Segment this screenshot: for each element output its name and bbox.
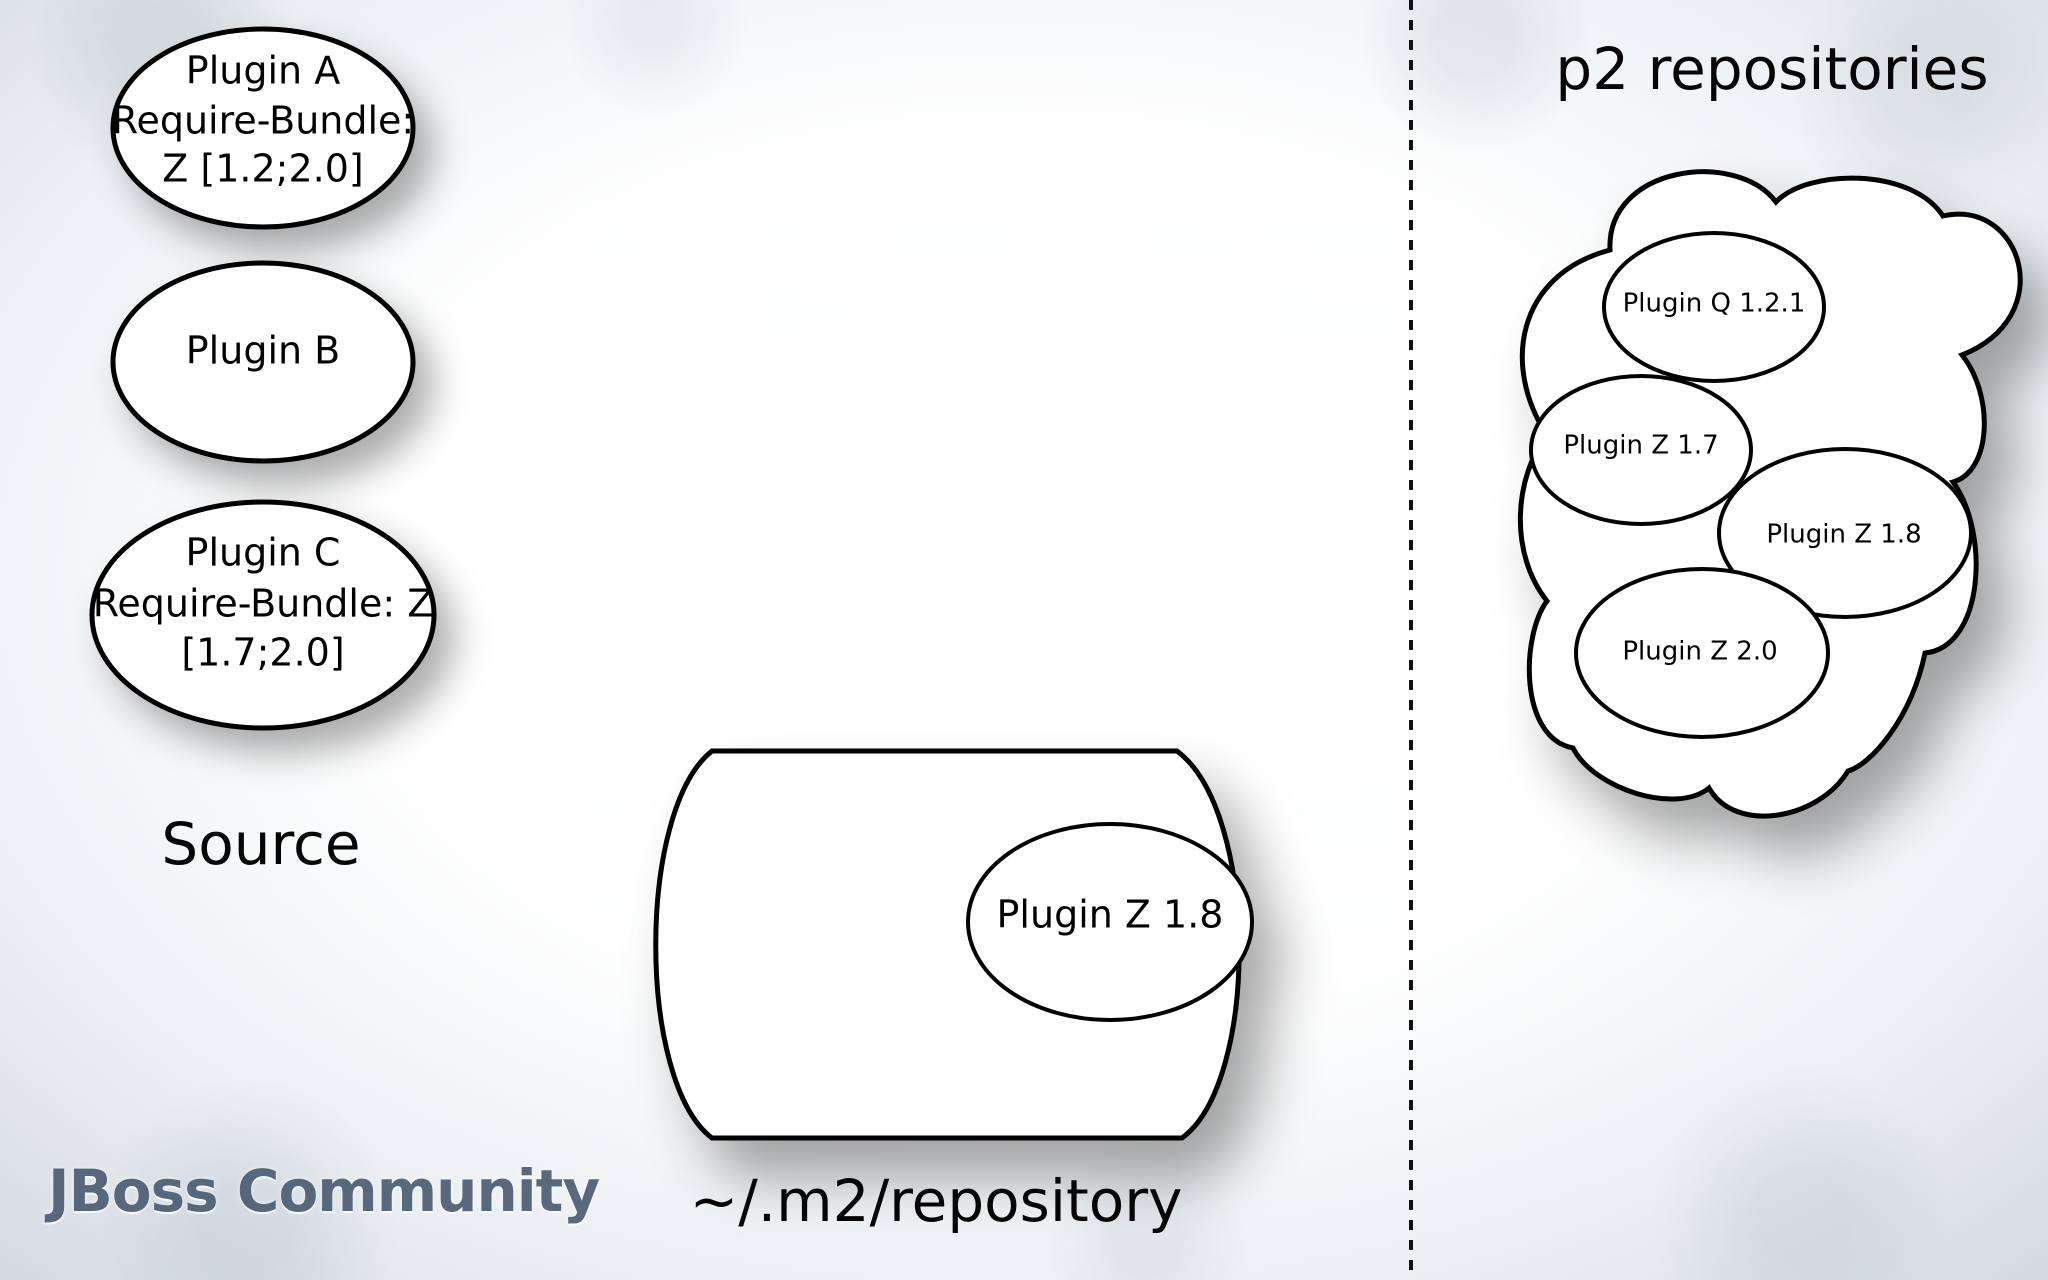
p2-repository-cloud: Plugin Q 1.2.1 Plugin Z 1.7 Plugin Z 1.8… <box>1517 169 2023 819</box>
source-plugin-a-line-1: Plugin A <box>186 49 340 93</box>
local-repository-plugin: Plugin Z 1.8 <box>997 893 1224 937</box>
source-plugin-a-line-3: Z [1.2;2.0] <box>162 147 363 191</box>
source-plugin-a: Plugin A Require-Bundle: Z [1.2;2.0] <box>110 26 416 230</box>
local-repository: Plugin Z 1.8 <box>653 748 1254 1141</box>
source-plugin-c: Plugin C Require-Bundle: Z [1.7;2.0] <box>89 499 437 731</box>
source-plugin-b: Plugin B <box>110 260 416 464</box>
jboss-community-logo-text: JBoss Community <box>48 1157 600 1225</box>
source-plugin-a-line-2: Require-Bundle: <box>112 99 414 143</box>
p2-plugin-z-18: Plugin Z 1.8 <box>1766 520 1921 550</box>
source-plugin-c-line-3: [1.7;2.0] <box>181 631 344 675</box>
p2-repositories-title: p2 repositories <box>1555 35 1988 103</box>
p2-plugin-z-20: Plugin Z 2.0 <box>1622 637 1777 667</box>
p2-plugin-q-121: Plugin Q 1.2.1 <box>1623 289 1806 319</box>
p2-plugin-z-17: Plugin Z 1.7 <box>1563 431 1718 461</box>
local-repository-label: ~/.m2/repository <box>690 1167 1183 1235</box>
source-plugin-c-line-2: Require-Bundle: Z <box>93 582 434 626</box>
source-plugin-c-line-1: Plugin C <box>186 531 341 575</box>
source-label: Source <box>161 810 360 878</box>
source-plugin-b-line-1: Plugin B <box>186 329 340 373</box>
jboss-community-logo: JBoss Community <box>48 1157 600 1225</box>
